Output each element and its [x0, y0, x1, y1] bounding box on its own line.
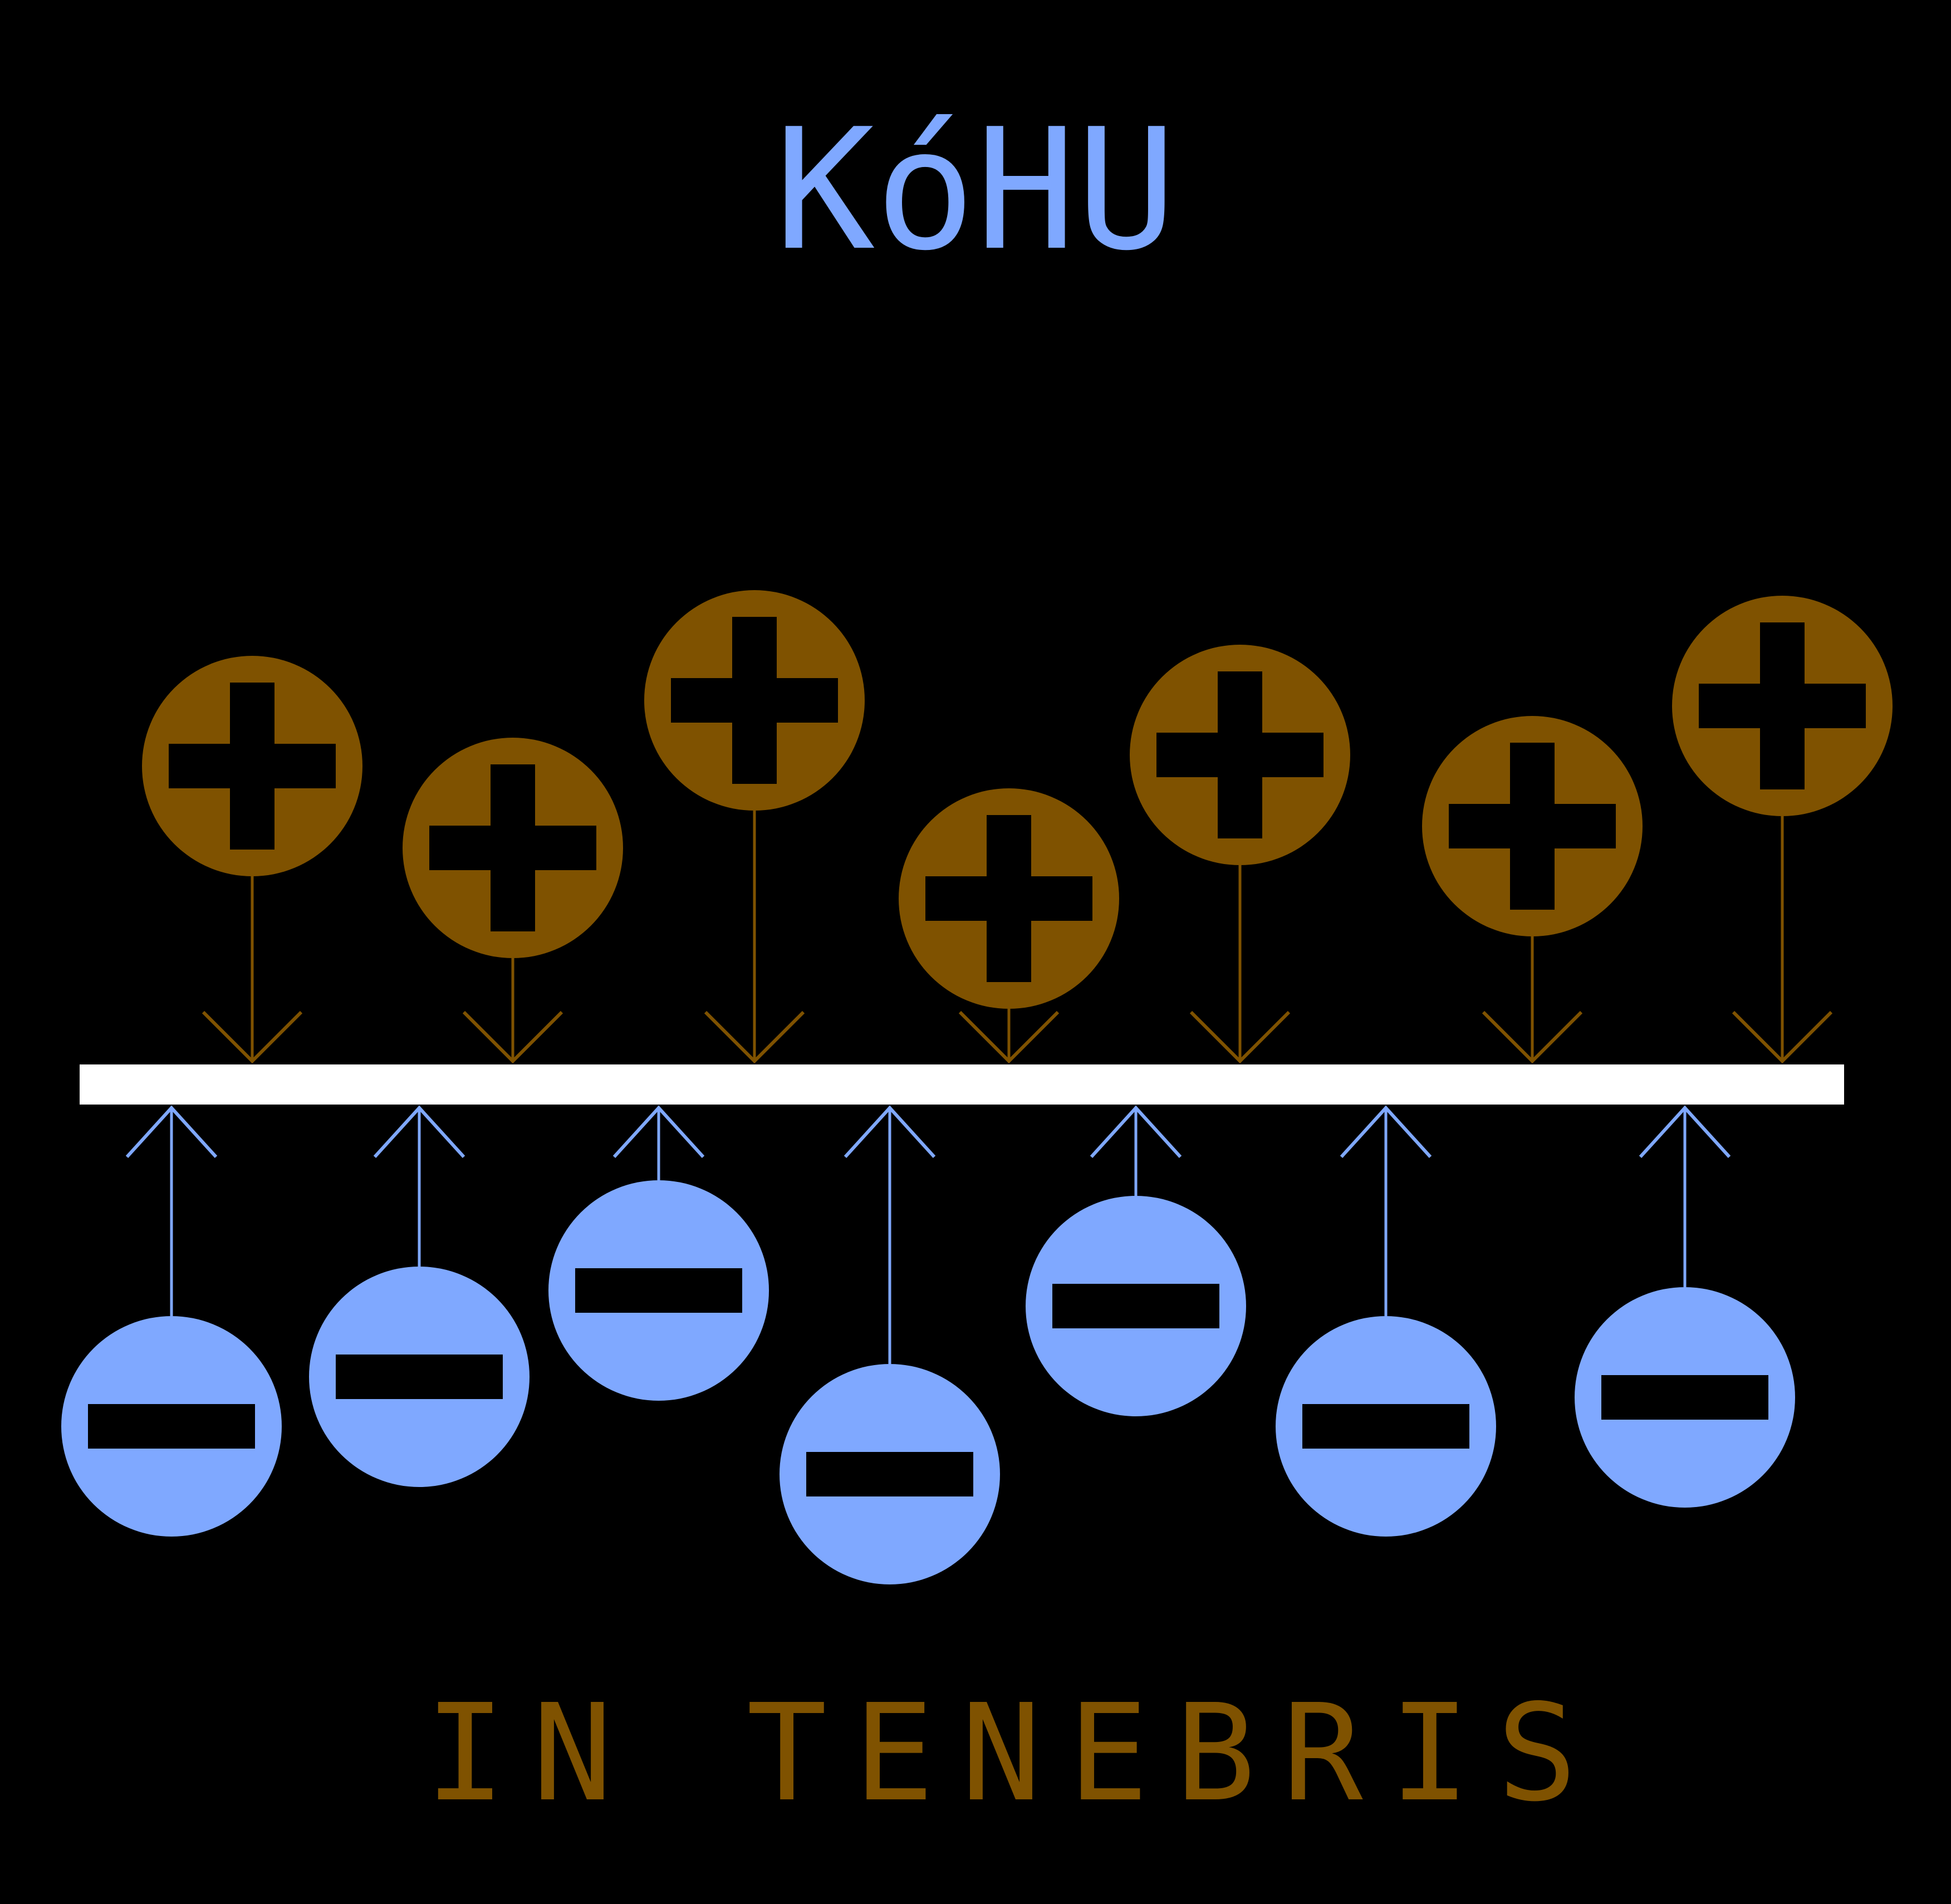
arrow-up-icon: [1639, 1105, 1731, 1159]
arrow-up-icon: [1090, 1105, 1182, 1159]
positive-charge-1: [142, 656, 362, 1064]
minus-icon: [1302, 1404, 1469, 1449]
positive-charge-7: [1672, 596, 1893, 1064]
plus-icon-vertical: [491, 764, 535, 931]
minus-icon: [1052, 1284, 1219, 1328]
positive-charge-6: [1422, 716, 1643, 1064]
arrow-down-icon: [704, 1010, 805, 1064]
positive-charge-3: [644, 590, 865, 1064]
arrow-up-icon: [612, 1105, 705, 1159]
negative-charge-6: [1276, 1105, 1496, 1537]
subtitle: IN TENEBRIS: [425, 1675, 1604, 1831]
plus-icon-vertical: [987, 815, 1031, 982]
title: KóHU: [774, 93, 1177, 287]
arrow-down-icon: [958, 1010, 1060, 1064]
minus-icon: [806, 1452, 973, 1496]
plus-icon-vertical: [1760, 622, 1805, 789]
arrow-down-icon: [1189, 1010, 1291, 1064]
negative-charges: [61, 1105, 1795, 1584]
arrow-down-icon: [462, 1010, 563, 1064]
negative-charge-4: [780, 1105, 1000, 1584]
arrow-up-icon: [373, 1105, 465, 1159]
minus-icon: [336, 1355, 503, 1399]
negative-charge-2: [309, 1105, 530, 1487]
positive-charges: [142, 590, 1893, 1064]
arrow-down-icon: [1482, 1010, 1583, 1064]
negative-charge-5: [1026, 1105, 1246, 1416]
negative-charge-1: [61, 1105, 282, 1537]
minus-icon: [1601, 1375, 1768, 1420]
plus-icon-vertical: [1510, 743, 1555, 910]
negative-charge-7: [1575, 1105, 1795, 1508]
plus-icon-vertical: [732, 617, 777, 784]
negative-charge-3: [548, 1105, 769, 1401]
positive-charge-4: [899, 788, 1119, 1064]
arrow-up-icon: [1340, 1105, 1432, 1159]
minus-icon: [88, 1404, 255, 1449]
plus-icon-vertical: [1218, 671, 1262, 838]
positive-charge-2: [403, 738, 623, 1064]
positive-charge-5: [1130, 645, 1350, 1064]
minus-icon: [575, 1268, 742, 1313]
arrow-up-icon: [844, 1105, 936, 1159]
separator-bar: [80, 1064, 1844, 1105]
plus-icon-vertical: [230, 683, 274, 850]
arrow-down-icon: [202, 1010, 303, 1064]
arrow-up-icon: [125, 1105, 218, 1159]
arrow-down-icon: [1732, 1010, 1833, 1064]
